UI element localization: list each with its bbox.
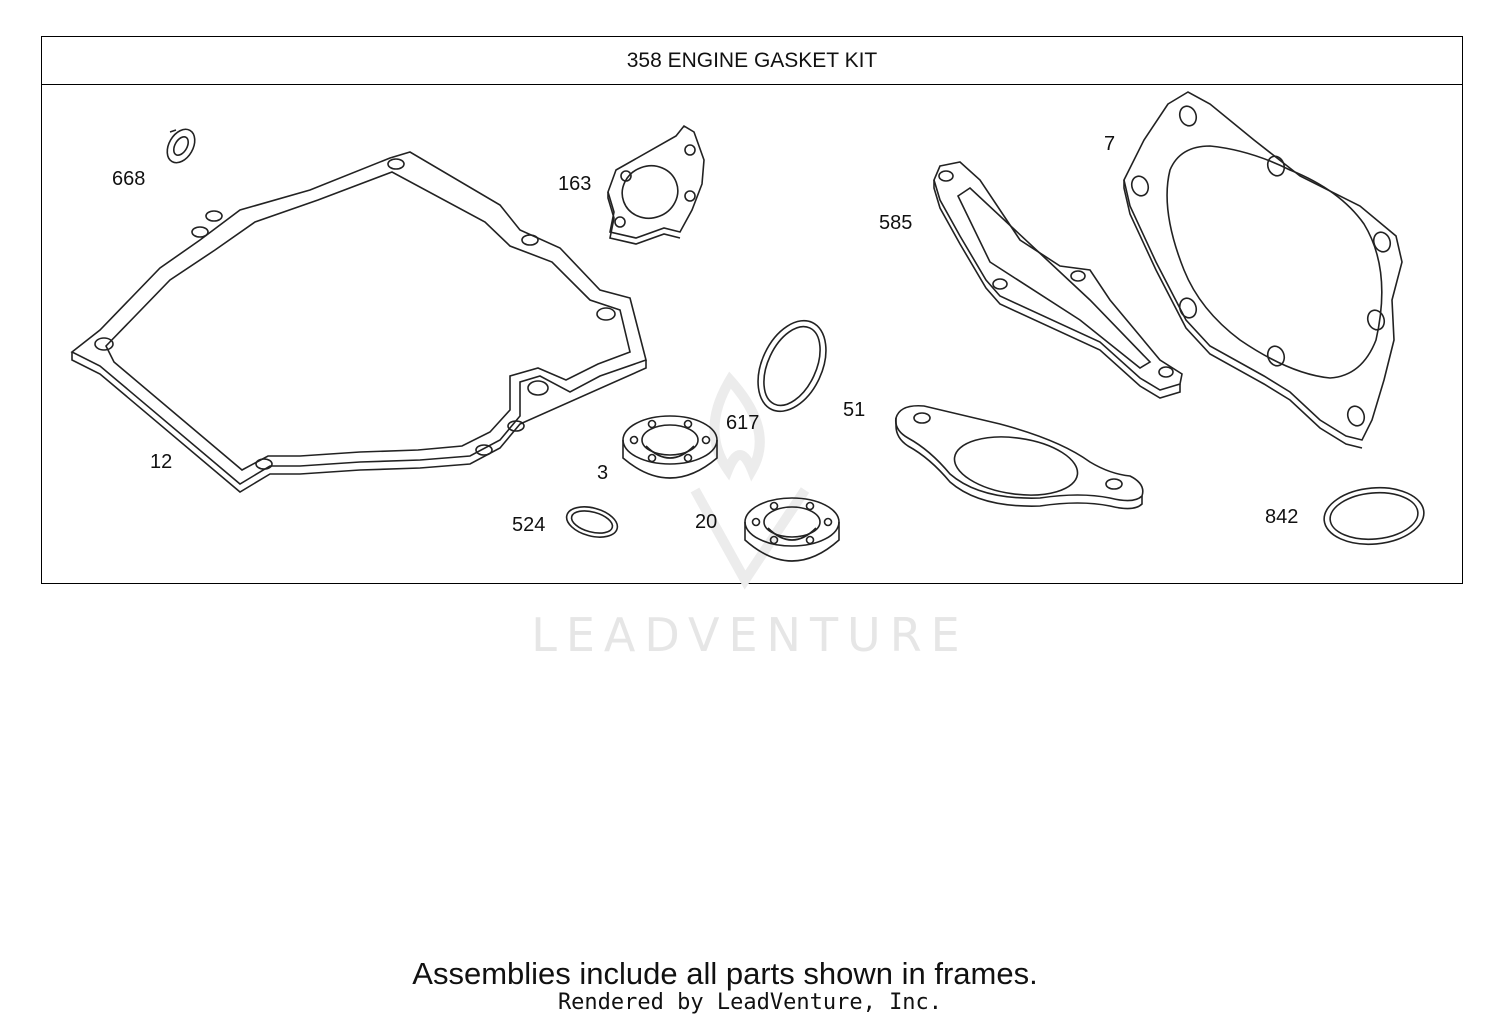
callout-7: 7 [1104, 133, 1115, 155]
part-12-crankcase-gasket[interactable] [70, 151, 647, 493]
part-51-exhaust-gasket[interactable] [894, 404, 1144, 510]
callout-3: 3 [597, 462, 608, 484]
callout-842: 842 [1265, 506, 1298, 528]
callout-668: 668 [112, 168, 145, 190]
callout-617: 617 [726, 412, 759, 434]
part-617-o-ring[interactable] [745, 310, 840, 422]
watermark-logo [690, 371, 810, 590]
callout-51: 51 [843, 399, 865, 421]
part-163-gasket[interactable] [607, 124, 705, 245]
diagram-title: 358 ENGINE GASKET KIT [42, 37, 1462, 85]
part-668-washer[interactable] [162, 124, 201, 167]
callout-163: 163 [558, 173, 591, 195]
part-7-head-gasket[interactable] [1123, 91, 1403, 449]
part-3-oil-seal[interactable] [622, 415, 718, 479]
callout-20: 20 [695, 511, 717, 533]
watermark-text: LEADVENTURE [531, 608, 969, 662]
part-524-o-ring[interactable] [563, 502, 620, 543]
callout-524: 524 [512, 514, 545, 536]
part-20-oil-seal[interactable] [744, 497, 840, 562]
part-585-gasket[interactable] [933, 161, 1183, 399]
footer-note: Assemblies include all parts shown in fr… [412, 956, 1038, 991]
callout-585: 585 [879, 212, 912, 234]
diagram-frame: 358 ENGINE GASKET KIT [41, 36, 1463, 584]
footer-credit: Rendered by LeadVenture, Inc. [557, 990, 943, 1015]
part-842-o-ring[interactable] [1322, 484, 1427, 549]
callout-12: 12 [150, 451, 172, 473]
